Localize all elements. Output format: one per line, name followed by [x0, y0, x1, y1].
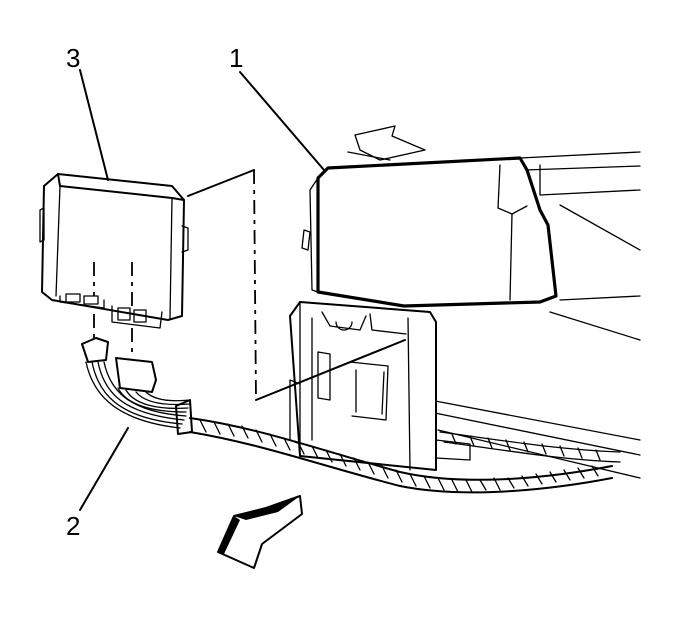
mounting-bracket-icon	[289, 156, 558, 471]
leader-lines	[79, 69, 325, 511]
callout-label-2: 2	[66, 511, 81, 541]
callout-label-1: 1	[229, 43, 244, 73]
callout-label-3: 3	[66, 43, 81, 73]
front-direction-arrow-icon	[217, 495, 303, 569]
alignment-lines	[93, 169, 406, 401]
control-module-icon	[39, 173, 189, 329]
vehicle-structure	[347, 125, 641, 479]
wiring-harness-icon	[81, 337, 621, 494]
